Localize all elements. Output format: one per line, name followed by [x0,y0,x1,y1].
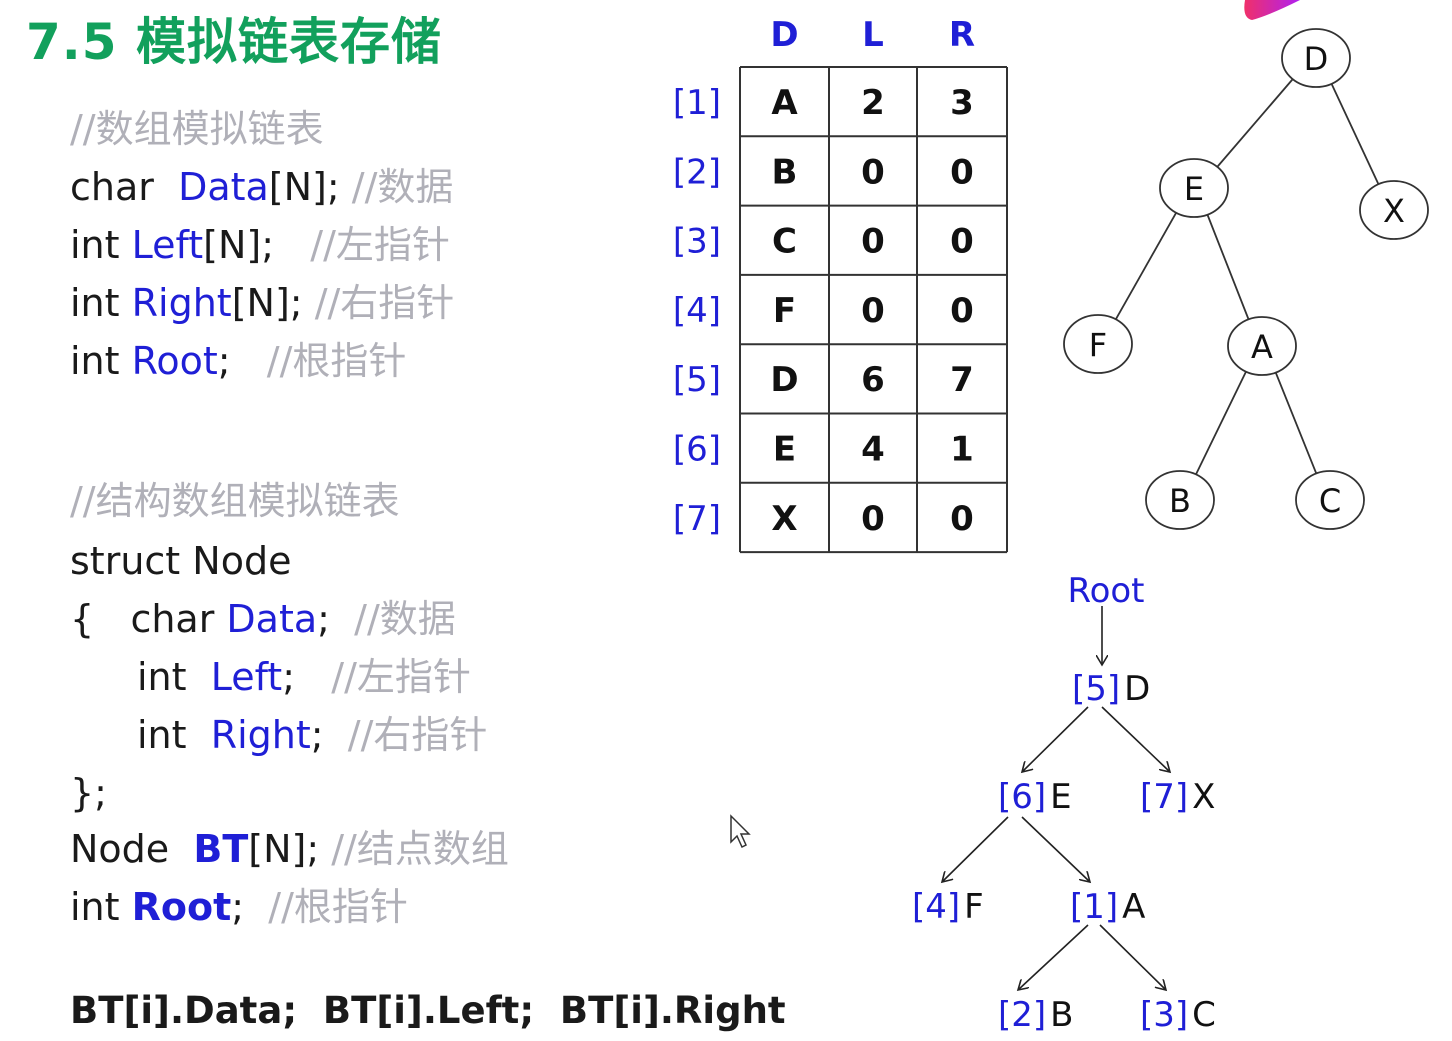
table-cell: 7 [950,360,974,400]
code-close-brace: }; [70,771,107,815]
tree-node [1359,180,1429,240]
row-index-label: [4] [673,291,721,331]
row-index-label: [1] [673,83,721,123]
tree-node [1295,470,1365,530]
access-line: BT[i].Data; BT[i].Left; BT[i].Right [70,989,786,1032]
table-cell: E [773,430,796,470]
index-node: [7]X [1140,777,1215,817]
row-index-label: [2] [673,152,721,192]
code-root-line: int Root; //根指针 [70,885,408,929]
table-cell: B [772,152,798,192]
table-cell: 3 [950,83,974,123]
column-header: L [862,15,884,55]
tree-node-label: B [1169,482,1191,520]
tree-edge [1206,214,1250,320]
tree-node-label: E [1184,170,1204,208]
column-header: D [770,15,798,55]
index-tree-arrow [942,816,1009,882]
tree-edge [1195,371,1247,475]
code-line-data: char Data[N]; //数据 [70,165,454,209]
code-line-left: int Left[N]; //左指针 [70,223,450,267]
table-cell: 4 [861,430,885,470]
index-tree-arrow [1021,816,1090,882]
table-cell: X [771,499,797,539]
tree-edge [1216,78,1294,168]
index-node: [3]C [1140,995,1216,1035]
table-cell: 6 [861,360,885,400]
row-index-label: [3] [673,222,721,262]
decorative-shape [1244,0,1300,20]
tree-node-label: C [1319,482,1341,520]
code-field-left: int Left; //左指针 [137,655,471,699]
index-tree-arrow [1101,706,1170,772]
slide-title: 7.5 模拟链表存储 [26,13,442,71]
index-node: [4]F [912,887,984,927]
table-cell: 0 [861,291,885,331]
index-tree-arrow [1099,924,1166,990]
table-cell: 0 [861,222,885,262]
table-cell: D [770,360,798,400]
table-cell: C [772,222,797,262]
root-label: Root [1067,571,1144,611]
row-index-label: [5] [673,360,721,400]
tree-node-label: F [1089,326,1107,364]
tree-edge [1115,212,1177,320]
index-node: [1]A [1070,887,1145,927]
column-header: R [949,15,975,55]
tree-node-label: A [1251,328,1273,366]
mouse-cursor-icon [730,814,751,849]
tree-node-label: D [1304,40,1329,78]
row-index-label: [7] [673,499,721,539]
code-node-line: Node BT[N]; //结点数组 [70,827,509,871]
tree-node [1145,470,1215,530]
code-field-data: { char Data; //数据 [70,597,456,641]
code-comment-struct: //结构数组模拟链表 [70,479,400,523]
code-field-right: int Right; //右指针 [137,713,488,757]
code-struct-line: struct Node [70,539,292,583]
table-cell: 0 [950,499,974,539]
table-cell: 2 [861,83,885,123]
tree-node [1159,158,1229,218]
tree-edge [1274,372,1318,474]
table-cell: 0 [950,222,974,262]
index-node: [2]B [998,995,1074,1035]
code-line-root: int Root; //根指针 [70,339,407,383]
table-cell: F [773,291,796,331]
table-cell: 1 [950,430,974,470]
table-cell: 0 [950,152,974,192]
table-cell: 0 [861,152,885,192]
tree-node-label: X [1383,192,1405,230]
array-table: D L R [1] A 2 3 [2] B 0 0 [3] C 0 0 [4] F 0 0 [5] D 6 7 [6] E 4 1 [… [673,15,1008,554]
code-line-right: int Right[N]; //右指针 [70,281,455,325]
tree-node [1281,28,1351,88]
row-index-label: [6] [673,430,721,470]
tree-edge [1330,83,1380,185]
index-tree-arrow [1018,924,1089,990]
binary-tree: D E X F A B C [1063,28,1429,530]
index-tree-arrow [1022,706,1089,772]
table-cell: 0 [950,291,974,331]
index-node: [5]D [1072,669,1150,709]
index-tree: Root [5]D [6]E [7]X [4]F [1]A [2]B [3]C [912,571,1216,1035]
table-cell: 0 [861,499,885,539]
index-node: [6]E [998,777,1072,817]
tree-node [1063,314,1133,374]
tree-node [1227,316,1297,376]
table-cell: A [771,83,798,123]
code-comment: //数组模拟链表 [70,107,324,151]
